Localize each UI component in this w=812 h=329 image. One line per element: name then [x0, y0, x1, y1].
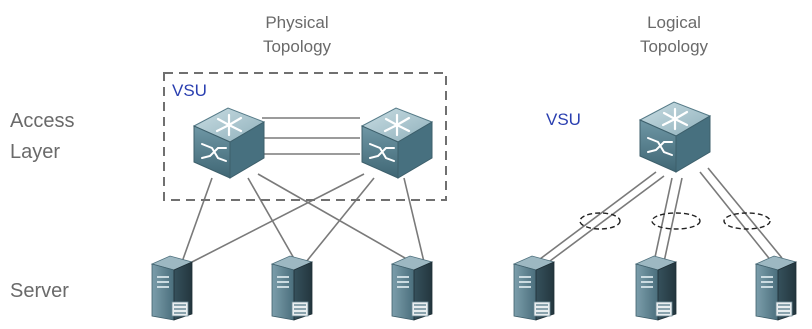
network-switch-icon — [192, 106, 266, 180]
vsu-boundary-box — [163, 72, 447, 201]
physical-links — [181, 117, 425, 263]
network-switch-icon — [638, 100, 712, 174]
physical-topology-title-line1: Physical — [265, 13, 328, 32]
uplink-sw1-srv3 — [257, 173, 413, 263]
server-tower-icon — [513, 255, 555, 321]
uplink-sw2-srv3 — [403, 177, 425, 263]
server-tower-icon — [755, 255, 797, 321]
server-row-label: Server — [10, 280, 69, 302]
bundle-2-link-a — [653, 177, 673, 263]
uplink-sw1-srv1 — [181, 177, 213, 263]
physical-topology-title-line2: Topology — [263, 37, 332, 56]
network-switch-icon — [360, 106, 434, 180]
server-tower-icon — [151, 255, 193, 321]
access-layer-label-line1: Access — [10, 110, 74, 132]
bundle-1-link-b — [545, 175, 665, 265]
logical-topology-title-line2: Topology — [640, 37, 709, 56]
access-layer-label-line2: Layer — [10, 141, 60, 163]
logical-topology-title-line1: Logical — [647, 13, 701, 32]
vsu-label-physical: VSU — [172, 81, 207, 100]
link-aggregation-ellipse-icon — [723, 212, 771, 230]
server-tower-icon — [391, 255, 433, 321]
link-aggregation-ellipse-icon — [651, 212, 701, 230]
uplink-sw2-srv2 — [305, 177, 375, 263]
logical-links — [535, 167, 783, 265]
bundle-2-link-b — [663, 177, 683, 263]
link-aggregation-ellipse-icon — [579, 212, 621, 230]
bundle-1-link-a — [535, 171, 657, 263]
server-tower-icon — [635, 255, 677, 321]
uplink-sw1-srv2 — [247, 177, 297, 263]
bundle-3-link-a — [699, 171, 773, 263]
vsu-label-logical: VSU — [546, 110, 581, 129]
uplink-sw2-srv1 — [191, 173, 365, 263]
server-tower-icon — [271, 255, 313, 321]
